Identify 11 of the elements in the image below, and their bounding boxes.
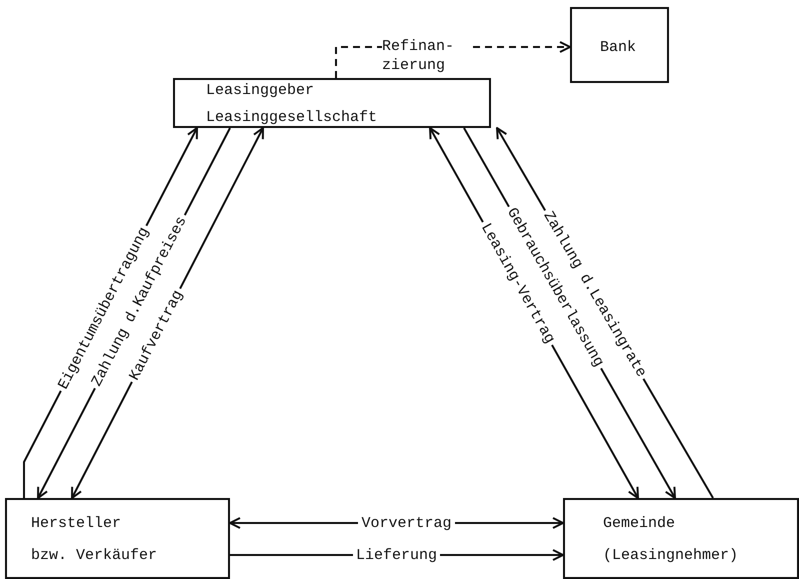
box-label: Hersteller bzw. Verkäufer [31,514,158,566]
box-label: Leasinggesellschaft [206,110,378,125]
box-label: Gemeinde (Leasingnehmer) [603,514,740,566]
process-box [563,498,799,579]
box-label: Bank [600,40,636,55]
process-box [5,498,230,579]
process-box [173,78,491,128]
edge-label: Vorvertrag [358,514,454,532]
edge-label: Lieferung [353,546,440,564]
box-label: Leasinggeber [206,83,314,98]
process-box [570,7,669,83]
